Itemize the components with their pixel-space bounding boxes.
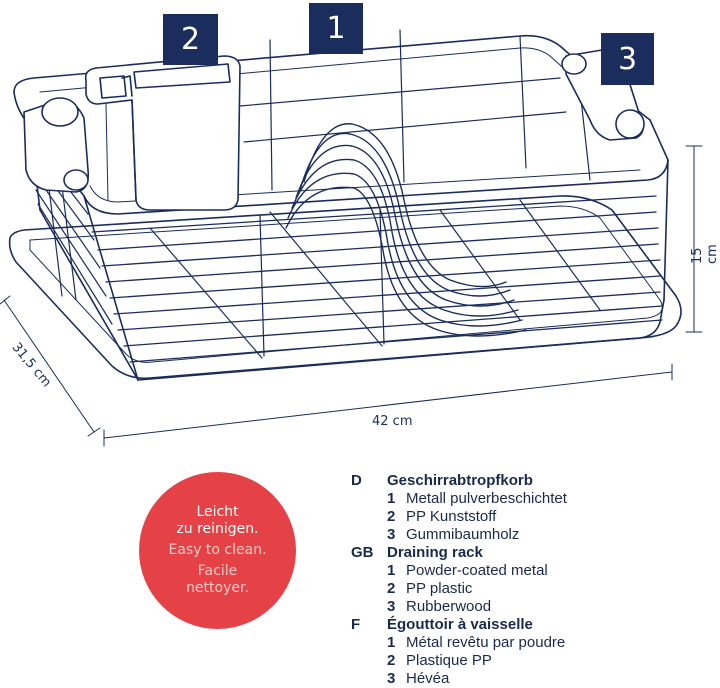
lang-title: Égouttoir à vaisselle <box>387 616 533 633</box>
easy-clean-badge: Leicht zu reinigen. Easy to clean. Facil… <box>139 472 296 629</box>
item-text: Hévéa <box>406 670 450 687</box>
item-number: 3 <box>387 670 396 687</box>
item-text: Powder-coated metal <box>406 562 548 579</box>
legend-item: 1 Métal revêtu par poudre <box>351 634 711 652</box>
legend-item: 3 Rubberwood <box>351 598 711 616</box>
lang-title: Draining rack <box>387 544 483 561</box>
drip-tray <box>8 195 682 380</box>
badge-de-line1: Leicht <box>196 504 239 520</box>
item-number: 2 <box>387 508 396 525</box>
dimension-height: 15 cm <box>690 244 720 264</box>
item-text: PP plastic <box>406 580 473 597</box>
callout-2: 2 <box>163 14 218 65</box>
dimension-width: 42 cm <box>372 414 413 429</box>
lang-code: F <box>351 616 361 633</box>
rack-top-rim-front <box>83 119 669 215</box>
legend-item: 2 PP Kunststoff <box>351 508 711 526</box>
legend-header-de: D Geschirrabtropfkorb <box>351 472 711 490</box>
rack-top-rim-front-inner <box>89 169 641 203</box>
item-number: 1 <box>387 634 396 651</box>
item-number: 1 <box>387 562 396 579</box>
material-legend: D Geschirrabtropfkorb 1 Metall pulverbesc… <box>351 472 711 688</box>
item-text: Metall pulverbeschichtet <box>406 490 567 507</box>
lang-code: GB <box>351 544 374 561</box>
item-text: Gummibaumholz <box>406 526 520 543</box>
back-wires <box>239 29 591 191</box>
rack-front-left-corner <box>83 195 139 381</box>
callout-1: 1 <box>309 3 363 54</box>
legend-item: 2 PP plastic <box>351 580 711 598</box>
item-number: 2 <box>387 652 396 669</box>
badge-fr-line1: Facile <box>197 563 238 579</box>
plate-wires <box>285 123 527 337</box>
rack-bottom-left <box>39 209 139 381</box>
item-text: Métal revêtu par poudre <box>406 634 566 651</box>
left-handle <box>23 97 90 193</box>
legend-item: 2 Plastique PP <box>351 652 711 670</box>
legend-item: 3 Gummibaumholz <box>351 526 711 544</box>
item-text: Rubberwood <box>406 598 492 615</box>
rack-bottom-front <box>137 299 665 381</box>
item-number: 2 <box>387 580 396 597</box>
legend-header-f: F Égouttoir à vaisselle <box>351 616 711 634</box>
rack-front-right-corner <box>663 159 669 301</box>
cutlery-holder <box>84 55 241 211</box>
item-text: PP Kunststoff <box>406 508 497 525</box>
lang-code: D <box>351 472 362 489</box>
legend-item: 1 Metall pulverbeschichtet <box>351 490 711 508</box>
dish-rack-drawing <box>0 29 703 447</box>
badge-fr-line2: nettoyer. <box>186 580 249 596</box>
badge-de-line2: zu reinigen. <box>176 521 259 537</box>
legend-header-gb: GB Draining rack <box>351 544 711 562</box>
dimension-lines <box>0 145 703 447</box>
item-text: Plastique PP <box>406 652 492 669</box>
callout-3: 3 <box>601 33 654 85</box>
lang-title: Geschirrabtropfkorb <box>387 472 533 489</box>
legend-item: 3 Hévéa <box>351 670 711 688</box>
legend-item: 1 Powder-coated metal <box>351 562 711 580</box>
item-number: 3 <box>387 598 396 615</box>
drip-tray-inner <box>29 205 663 363</box>
item-number: 3 <box>387 526 396 543</box>
item-number: 1 <box>387 490 396 507</box>
badge-en: Easy to clean. <box>168 542 267 558</box>
